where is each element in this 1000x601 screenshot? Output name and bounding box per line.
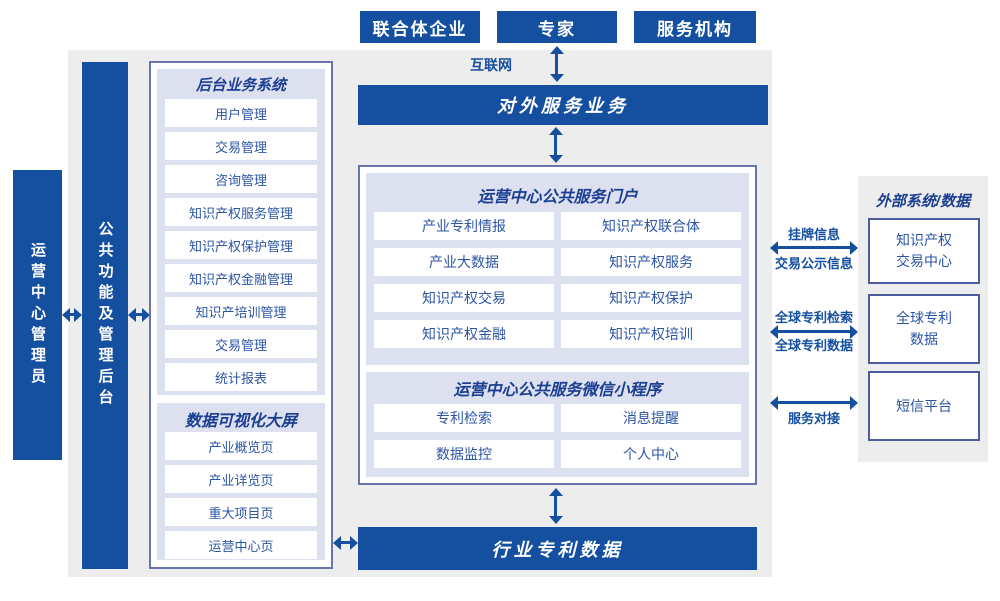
panel-item: 统计报表: [165, 363, 317, 391]
external-box-global-patent: 全球专利 数据: [868, 294, 980, 364]
panel-item: 知识产权保护管理: [165, 231, 317, 259]
external-box-line: 知识产权: [896, 232, 952, 248]
panel-title: 运营中心公共服务微信小程序: [453, 382, 662, 399]
arrow-admin-backend-icon: [62, 307, 82, 322]
portal-panel: 运营中心公共服务门户 产业专利情报 知识产权联合体 产业大数据 知识产权服务 知…: [366, 173, 749, 365]
panel-item: 运营中心页: [165, 531, 317, 559]
miniapp-panel: 运营中心公共服务微信小程序 专利检索 消息提醒 数据监控 个人中心: [366, 372, 749, 477]
external-service-bar: 对外服务业务: [358, 85, 768, 125]
panel-item: 知识产权金融: [374, 320, 554, 348]
link-label: 全球专利检索: [774, 310, 853, 325]
panel-item: 专利检索: [374, 404, 554, 432]
panel-item-grid: 专利检索 消息提醒 数据监控 个人中心: [366, 404, 749, 468]
panel-item: 产业详览页: [165, 465, 317, 493]
panel-item: 知识产权服务管理: [165, 198, 317, 226]
link-label: 全球专利数据: [774, 338, 853, 353]
panel-item: 产业概览页: [165, 432, 317, 460]
link-label: 交易公示信息: [774, 256, 853, 271]
panel-item: 知识产权交易: [374, 284, 554, 312]
backend-system-panel: 后台业务系统 用户管理 交易管理 咨询管理 知识产权服务管理 知识产权保护管理 …: [157, 69, 325, 395]
panel-title: 运营中心公共服务门户: [477, 189, 638, 206]
panel-item-list: 用户管理 交易管理 咨询管理 知识产权服务管理 知识产权保护管理 知识产权金融管…: [157, 99, 325, 391]
link-label: 服务对接: [787, 411, 840, 426]
industry-patent-data-bar: 行业专利数据: [358, 527, 757, 570]
panel-item: 咨询管理: [165, 165, 317, 193]
panel-item: 数据监控: [374, 440, 554, 468]
external-box-sms-platform: 短信平台: [868, 371, 980, 441]
panel-title: 数据可视化大屏: [184, 413, 297, 430]
public-backend-rail: 公共功能及管理后台: [82, 62, 128, 569]
external-box-ip-exchange: 知识产权 交易中心: [868, 218, 980, 284]
actor-experts: 专家: [497, 11, 617, 43]
external-box-line: 交易中心: [896, 253, 952, 269]
panel-item: 用户管理: [165, 99, 317, 127]
arrow-dashboard-industrydata-icon: [333, 535, 358, 550]
arrow-service-portal-icon: [548, 127, 563, 163]
arrow-internet-icon: [549, 46, 564, 82]
external-box-line: 全球专利: [896, 310, 952, 326]
panel-title: 后台业务系统: [195, 77, 286, 94]
panel-item: 知识产权服务: [561, 248, 741, 276]
panel-item: 产业大数据: [374, 248, 554, 276]
panel-item-grid: 产业专利情报 知识产权联合体 产业大数据 知识产权服务 知识产权交易 知识产权保…: [366, 212, 749, 348]
actor-consortium-enterprises: 联合体企业: [360, 11, 480, 43]
arrow-service-connect-icon: [770, 395, 858, 410]
panel-item: 产业专利情报: [374, 212, 554, 240]
panel-item: 交易管理: [165, 330, 317, 358]
panel-item: 个人中心: [561, 440, 741, 468]
panel-item: 消息提醒: [561, 404, 741, 432]
panel-item: 知识产权保护: [561, 284, 741, 312]
panel-item: 知识产权联合体: [561, 212, 741, 240]
panel-item: 重大项目页: [165, 498, 317, 526]
arrow-backend-systems-icon: [128, 307, 150, 322]
external-box-line: 短信平台: [896, 397, 952, 414]
panel-item: 知识产权培训: [561, 320, 741, 348]
internet-label: 互联网: [470, 57, 512, 73]
panel-item-list: 产业概览页 产业详览页 重大项目页 运营中心页: [157, 432, 325, 559]
panel-item: 知识产权金融管理: [165, 264, 317, 292]
link-label: 挂牌信息: [787, 227, 840, 242]
arrow-global-patent-icon: [770, 324, 858, 339]
external-box-line: 数据: [910, 331, 938, 347]
arrow-listing-info-icon: [770, 240, 858, 255]
panel-item: 交易管理: [165, 132, 317, 160]
actor-service-organizations: 服务机构: [634, 11, 756, 43]
arrow-portal-industrydata-icon: [548, 488, 563, 524]
data-dashboard-panel: 数据可视化大屏 产业概览页 产业详览页 重大项目页 运营中心页: [157, 403, 325, 560]
panel-item: 知识产培训管理: [165, 297, 317, 325]
external-systems-title: 外部系统/数据: [875, 193, 971, 210]
operator-admin-rail: 运营中心管理员: [13, 170, 62, 460]
